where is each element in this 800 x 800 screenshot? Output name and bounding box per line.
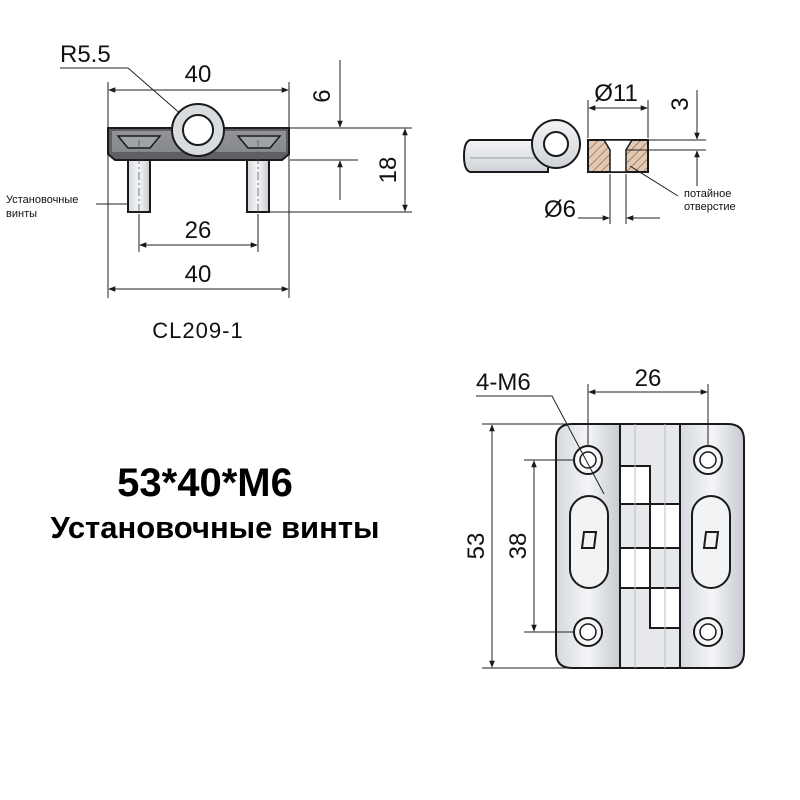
mount-hole [693, 445, 723, 475]
bottom-width-label: 40 [185, 261, 212, 288]
model-label: CL209-1 [152, 318, 243, 343]
title: 53*40*M6 [117, 461, 293, 505]
bore-diameter-label: Ø6 [544, 196, 576, 223]
logo-mark [580, 531, 598, 549]
screws-label: Установочные винты [6, 194, 81, 220]
side-pin-hole [543, 131, 569, 157]
radius-label: R5.5 [60, 41, 111, 68]
plan-view: 4-M6 26 53 38 [463, 365, 745, 669]
countersunk-hole [602, 139, 634, 173]
top-width-label: 40 [185, 61, 212, 88]
screw-head-right [236, 135, 282, 149]
mount-hole [573, 617, 603, 647]
mount-hole [573, 445, 603, 475]
side-leaf [462, 139, 549, 173]
screw-spacing-label: 26 [185, 217, 212, 244]
depth-label: 3 [667, 97, 694, 110]
countersink-label: потайное отверстие [684, 188, 736, 213]
hole-spacing-x-label: 26 [635, 365, 662, 392]
subtitle: Установочные винты [50, 510, 379, 545]
side-view: Ø11 3 Ø6 потайное отверстие [462, 80, 736, 224]
countersink-leader [629, 165, 679, 197]
hole-spacing-y-label: 38 [505, 533, 532, 560]
overall-height-label: 53 [463, 533, 490, 560]
front-view: 40 R5.5 Установочные винты 26 40 [6, 41, 412, 343]
pin-hole [182, 114, 214, 146]
radius-leader [60, 67, 191, 123]
holes-leader [476, 395, 605, 495]
offset-label: 6 [309, 89, 336, 102]
logo-mark [702, 531, 720, 549]
holes-label: 4-M6 [476, 369, 531, 396]
slot-right [691, 495, 731, 589]
slot-left [569, 495, 609, 589]
hole-diameter-label: Ø11 [594, 80, 638, 107]
height-label: 18 [375, 157, 402, 184]
mount-hole [693, 617, 723, 647]
